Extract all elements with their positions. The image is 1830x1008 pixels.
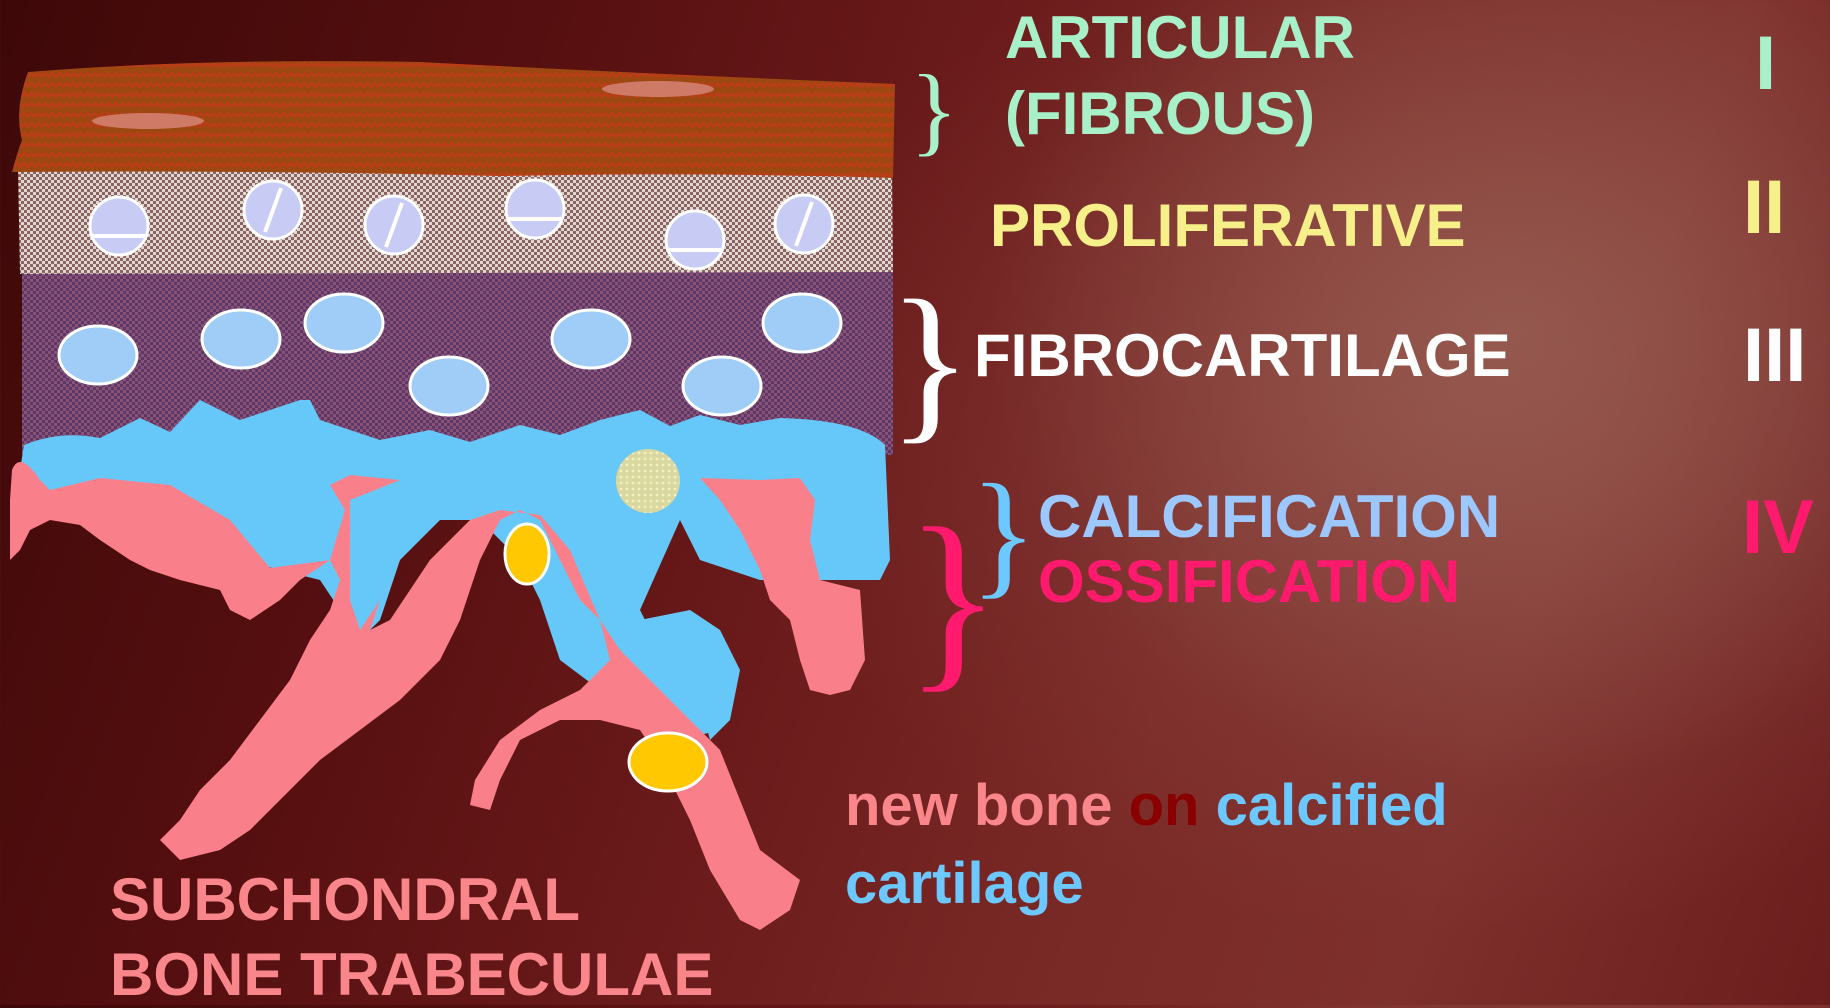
proliferative-layer [18,168,893,274]
chondrocyte [683,357,761,415]
zone-numeral-4: IV [1742,490,1814,566]
chondrocyte [59,326,137,384]
zone-label-fibrocartilage: FIBROCARTILAGE [974,326,1511,386]
zone-label-fibrous: (FIBROUS) [1005,84,1315,144]
zone-label-proliferative: PROLIFERATIVE [990,196,1466,256]
zone-numeral-1: I [1755,26,1776,102]
subchondral-label-line-2: BONE TRABECULAE [110,945,713,1005]
caption-line-2: cartilage [845,855,1084,913]
chondrocyte [90,197,148,255]
zone-numeral-2: II [1743,170,1785,246]
chondrocyte [763,294,841,352]
chondrocyte [410,357,488,415]
chondrocyte [305,294,383,352]
caption-line-1: new bone on calcified [845,777,1448,835]
zone-label-ossification: OSSIFICATION [1038,552,1460,612]
chondrocyte [506,180,564,238]
zone-numeral-3: III [1743,318,1806,394]
brace-zone-3: } [888,264,972,458]
articular-cell [602,81,714,97]
caption-calcified: calcified [1216,773,1448,838]
subchondral-label-line-1: SUBCHONDRAL [110,870,580,930]
marrow-cell [629,733,707,791]
caption-new-bone: new bone [845,773,1112,838]
calcified-chondrocyte [616,449,680,513]
brace-ossification: } [905,488,1001,709]
zone-label-articular: ARTICULAR [1005,8,1355,68]
caption-on: on [1129,773,1200,838]
chondrocyte [666,211,724,269]
zone-label-calcification: CALCIFICATION [1038,487,1500,547]
marrow-cell [505,524,549,584]
brace-zone-1: } [910,54,958,165]
chondrocyte [552,310,630,368]
articular-cell [92,113,204,129]
chondrocyte [202,310,280,368]
